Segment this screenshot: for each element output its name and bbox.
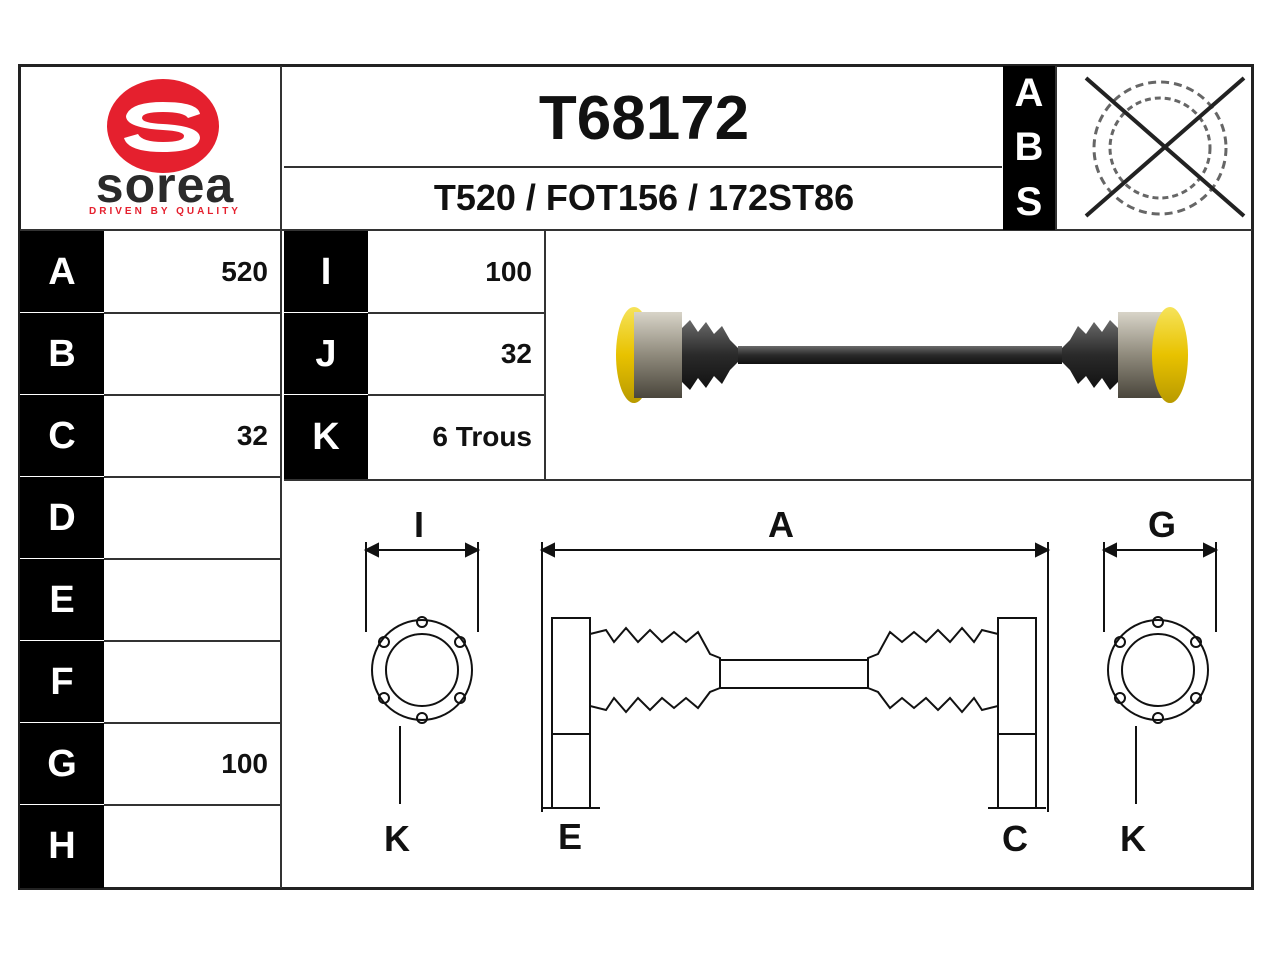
- divider: [368, 312, 544, 314]
- dimension-label-k-left: K: [384, 818, 410, 859]
- divider: [104, 804, 280, 806]
- spec-value: 6 Trous: [432, 421, 532, 452]
- abs-strip: A B S: [1003, 66, 1055, 230]
- divider: [544, 231, 546, 479]
- dimension-drawing-icon: [363, 542, 1219, 812]
- dimension-label-e: E: [558, 816, 583, 857]
- spec-letter: F: [20, 641, 104, 723]
- spec-letter: D: [20, 477, 104, 559]
- spec-letter: H: [20, 805, 104, 888]
- dimension-label-i: I: [414, 504, 425, 545]
- spec-letter: G: [20, 723, 104, 805]
- spec-value: 100: [221, 748, 268, 779]
- spec-letter: B: [20, 313, 104, 395]
- product-photo: [600, 290, 1200, 420]
- part-number: T68172: [538, 83, 750, 153]
- divider: [20, 722, 104, 723]
- divider: [20, 476, 104, 477]
- brand-tagline: DRIVEN BY QUALITY: [89, 206, 241, 217]
- spec-table-right: I 100 J 32 K 6 Trous: [284, 231, 544, 479]
- dimension-label-g: G: [1148, 504, 1177, 545]
- divider: [368, 394, 544, 396]
- abs-letter-a: A: [1014, 70, 1044, 115]
- technical-diagram: I A G K E C K: [286, 482, 1250, 886]
- spec-letter: E: [20, 559, 104, 641]
- spec-sheet-frame: [18, 64, 1254, 890]
- spec-value: [104, 641, 280, 723]
- abs-letter-b: B: [1014, 125, 1044, 170]
- divider: [104, 476, 280, 478]
- divider: [104, 640, 280, 642]
- spec-value: 32: [500, 338, 532, 369]
- spec-value: [104, 313, 280, 395]
- divider: [20, 558, 104, 559]
- spec-value: [104, 559, 280, 641]
- divider: [284, 479, 1252, 481]
- divider: [284, 166, 1002, 168]
- divider: [284, 394, 368, 395]
- sorea-logo-icon: [107, 79, 219, 173]
- spec-letter: C: [20, 395, 104, 477]
- abs-letter-s: S: [1015, 180, 1043, 225]
- spec-value: [104, 477, 280, 559]
- spec-value: 32: [236, 420, 268, 451]
- abs-ring-crossed-icon: [1060, 70, 1250, 226]
- divider: [104, 558, 280, 560]
- dimension-label-a: A: [768, 504, 794, 545]
- dimension-label-k-right: K: [1120, 818, 1146, 859]
- divider: [280, 66, 282, 888]
- spec-letter: J: [284, 313, 368, 395]
- spec-value: 100: [485, 256, 532, 287]
- divider: [20, 640, 104, 641]
- divider: [104, 722, 280, 724]
- brand-logo: sorea DRIVEN BY QUALITY: [60, 76, 270, 221]
- divider: [20, 229, 1252, 231]
- spec-value: 520: [221, 256, 268, 287]
- drive-shaft-photo-icon: [616, 307, 1188, 403]
- divider: [20, 394, 104, 395]
- spec-letter: K: [284, 395, 368, 479]
- divider: [20, 312, 104, 313]
- divider: [284, 312, 368, 313]
- spec-letter: A: [20, 231, 104, 313]
- divider: [1055, 66, 1057, 230]
- reference-numbers: T520 / FOT156 / 172ST86: [433, 177, 855, 218]
- divider: [20, 804, 104, 805]
- spec-value: [104, 805, 280, 888]
- brand-name: sorea: [95, 157, 235, 213]
- spec-letter: I: [284, 231, 368, 313]
- dimension-label-c: C: [1002, 818, 1028, 859]
- spec-table-left: A 520 B C 32 D E F G 100 H: [20, 231, 280, 888]
- divider: [104, 312, 280, 314]
- divider: [104, 394, 280, 396]
